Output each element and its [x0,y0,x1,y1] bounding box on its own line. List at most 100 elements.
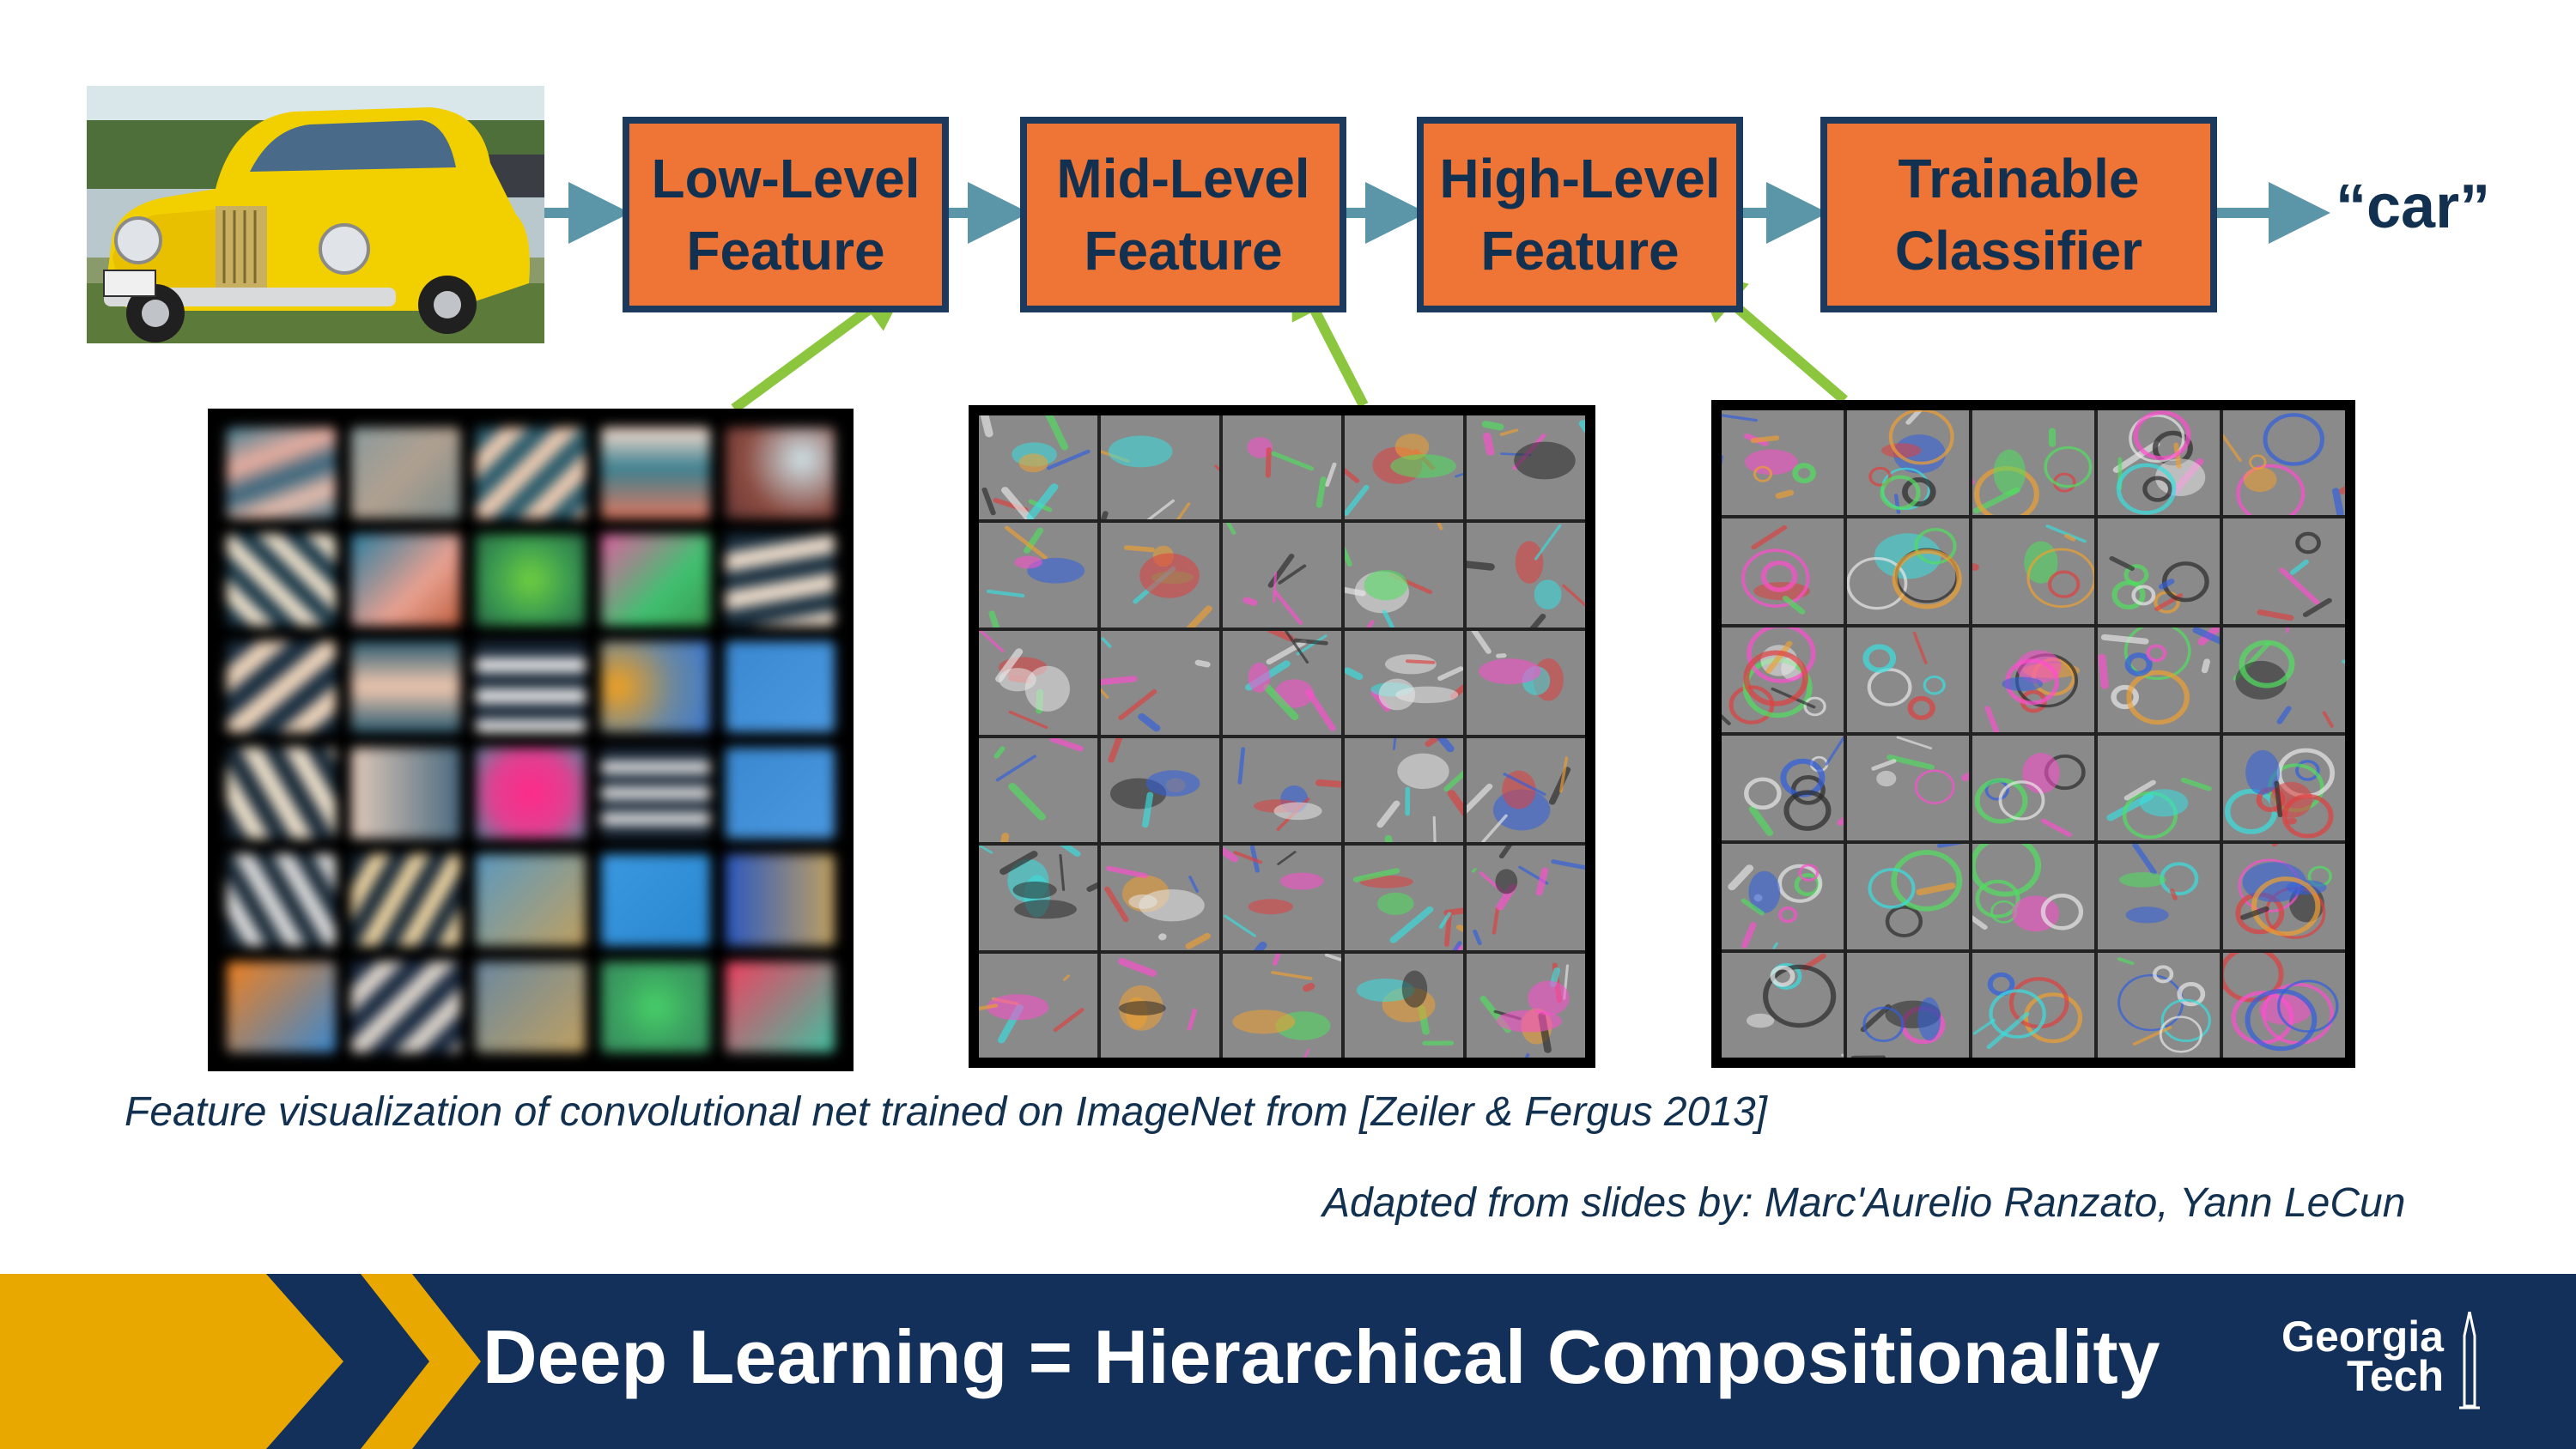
mid-level-feature [1345,523,1463,627]
mid-level-feature [1467,415,1585,520]
logo-line-2: Tech [2347,1352,2444,1400]
mid-level-feature [979,738,1097,843]
low-level-filter-grid [208,409,854,1071]
stage-mid-level-feature: Mid-Level Feature [1020,117,1346,312]
high-level-feature [2098,518,2220,624]
high-level-feature [1722,627,1844,732]
low-level-filter [600,748,710,840]
high-level-feature [2223,518,2345,624]
mid-level-feature [1345,738,1463,843]
high-level-feature [1847,952,1969,1058]
logo-line-1: Georgia [2281,1313,2444,1361]
mid-level-feature [979,630,1097,735]
low-level-filter [227,534,337,626]
high-level-feature [2098,844,2220,949]
high-level-feature [2098,627,2220,732]
high-level-feature [2098,952,2220,1058]
stage-label: Mid-Level Feature [1056,148,1310,282]
mid-level-feature [1467,846,1585,950]
high-level-feature [2223,844,2345,949]
figure-caption: Feature visualization of convolutional n… [125,1089,1768,1135]
low-level-filter [725,961,835,1052]
mid-level-feature [1101,846,1219,950]
low-level-filter [476,640,586,732]
footer-banner: Deep Learning = Hierarchical Composition… [0,1274,2576,1449]
mid-level-feature [1345,846,1463,950]
low-level-filter [476,961,586,1052]
high-level-feature [1847,410,1969,516]
high-level-feature [1847,518,1969,624]
low-level-filter [227,640,337,732]
georgia-tech-logo: Georgia Tech [2255,1312,2504,1415]
low-level-filter [600,854,710,946]
low-level-filter [725,640,835,732]
low-level-filter [351,427,461,519]
high-level-feature [1972,844,2094,949]
high-level-feature [1722,952,1844,1058]
low-level-filter [227,961,337,1052]
low-level-filter [351,534,461,626]
mid-level-feature [1467,953,1585,1058]
high-level-feature [2098,736,2220,841]
mid-level-feature [979,846,1097,950]
high-level-feature [2098,410,2220,516]
car-photo [87,86,544,343]
high-level-feature [1722,410,1844,516]
mid-level-feature [1101,738,1219,843]
stage-label: Trainable Classifier [1894,148,2143,282]
mid-level-feature [979,415,1097,520]
high-level-feature [1847,844,1969,949]
output-label: “car” [2336,173,2491,241]
high-level-feature [1972,736,2094,841]
high-level-feature [2223,952,2345,1058]
low-level-filter [227,427,337,519]
high-level-feature [1972,410,2094,516]
low-level-filter [600,640,710,732]
high-level-feature [1722,736,1844,841]
mid-level-feature [1345,415,1463,520]
mid-level-feature [1223,738,1341,843]
mid-level-feature [1223,953,1341,1058]
high-level-feature [1972,952,2094,1058]
low-level-filter [600,534,710,626]
high-level-feature [2223,627,2345,732]
low-level-filter [600,961,710,1052]
mid-level-feature-grid [969,405,1595,1068]
mid-level-feature [1223,630,1341,735]
high-level-feature [1972,518,2094,624]
low-level-filter [227,854,337,946]
mid-level-feature [1223,415,1341,520]
stage-label: Low-Level Feature [651,148,920,282]
mid-level-feature [1345,953,1463,1058]
low-level-filter [476,748,586,840]
low-level-filter [725,427,835,519]
low-level-filter [351,961,461,1052]
low-level-filter [725,854,835,946]
high-level-feature-grid [1711,400,2355,1068]
high-level-feature [2223,736,2345,841]
high-level-feature [1847,627,1969,732]
slide-title: Deep Learning = Hierarchical Composition… [483,1314,2160,1399]
high-level-feature [2223,410,2345,516]
low-level-filter [600,427,710,519]
low-level-filter [725,748,835,840]
mid-level-feature [1101,523,1219,627]
mid-level-feature [1223,846,1341,950]
attribution: Adapted from slides by: Marc'Aurelio Ran… [1322,1180,2406,1226]
mid-level-feature [1345,630,1463,735]
stage-trainable-classifier: Trainable Classifier [1820,117,2217,312]
high-level-feature [1722,844,1844,949]
mid-level-feature [979,953,1097,1058]
low-level-filter [476,427,586,519]
low-level-filter [351,854,461,946]
low-level-filter [476,534,586,626]
low-level-filter [227,748,337,840]
low-level-filter [351,748,461,840]
low-level-filter [351,640,461,732]
mid-level-feature [1467,630,1585,735]
high-level-feature [1722,518,1844,624]
mid-level-feature [1467,523,1585,627]
mid-level-feature [1223,523,1341,627]
mid-level-feature [1101,953,1219,1058]
chevron-decoration [0,1274,481,1449]
